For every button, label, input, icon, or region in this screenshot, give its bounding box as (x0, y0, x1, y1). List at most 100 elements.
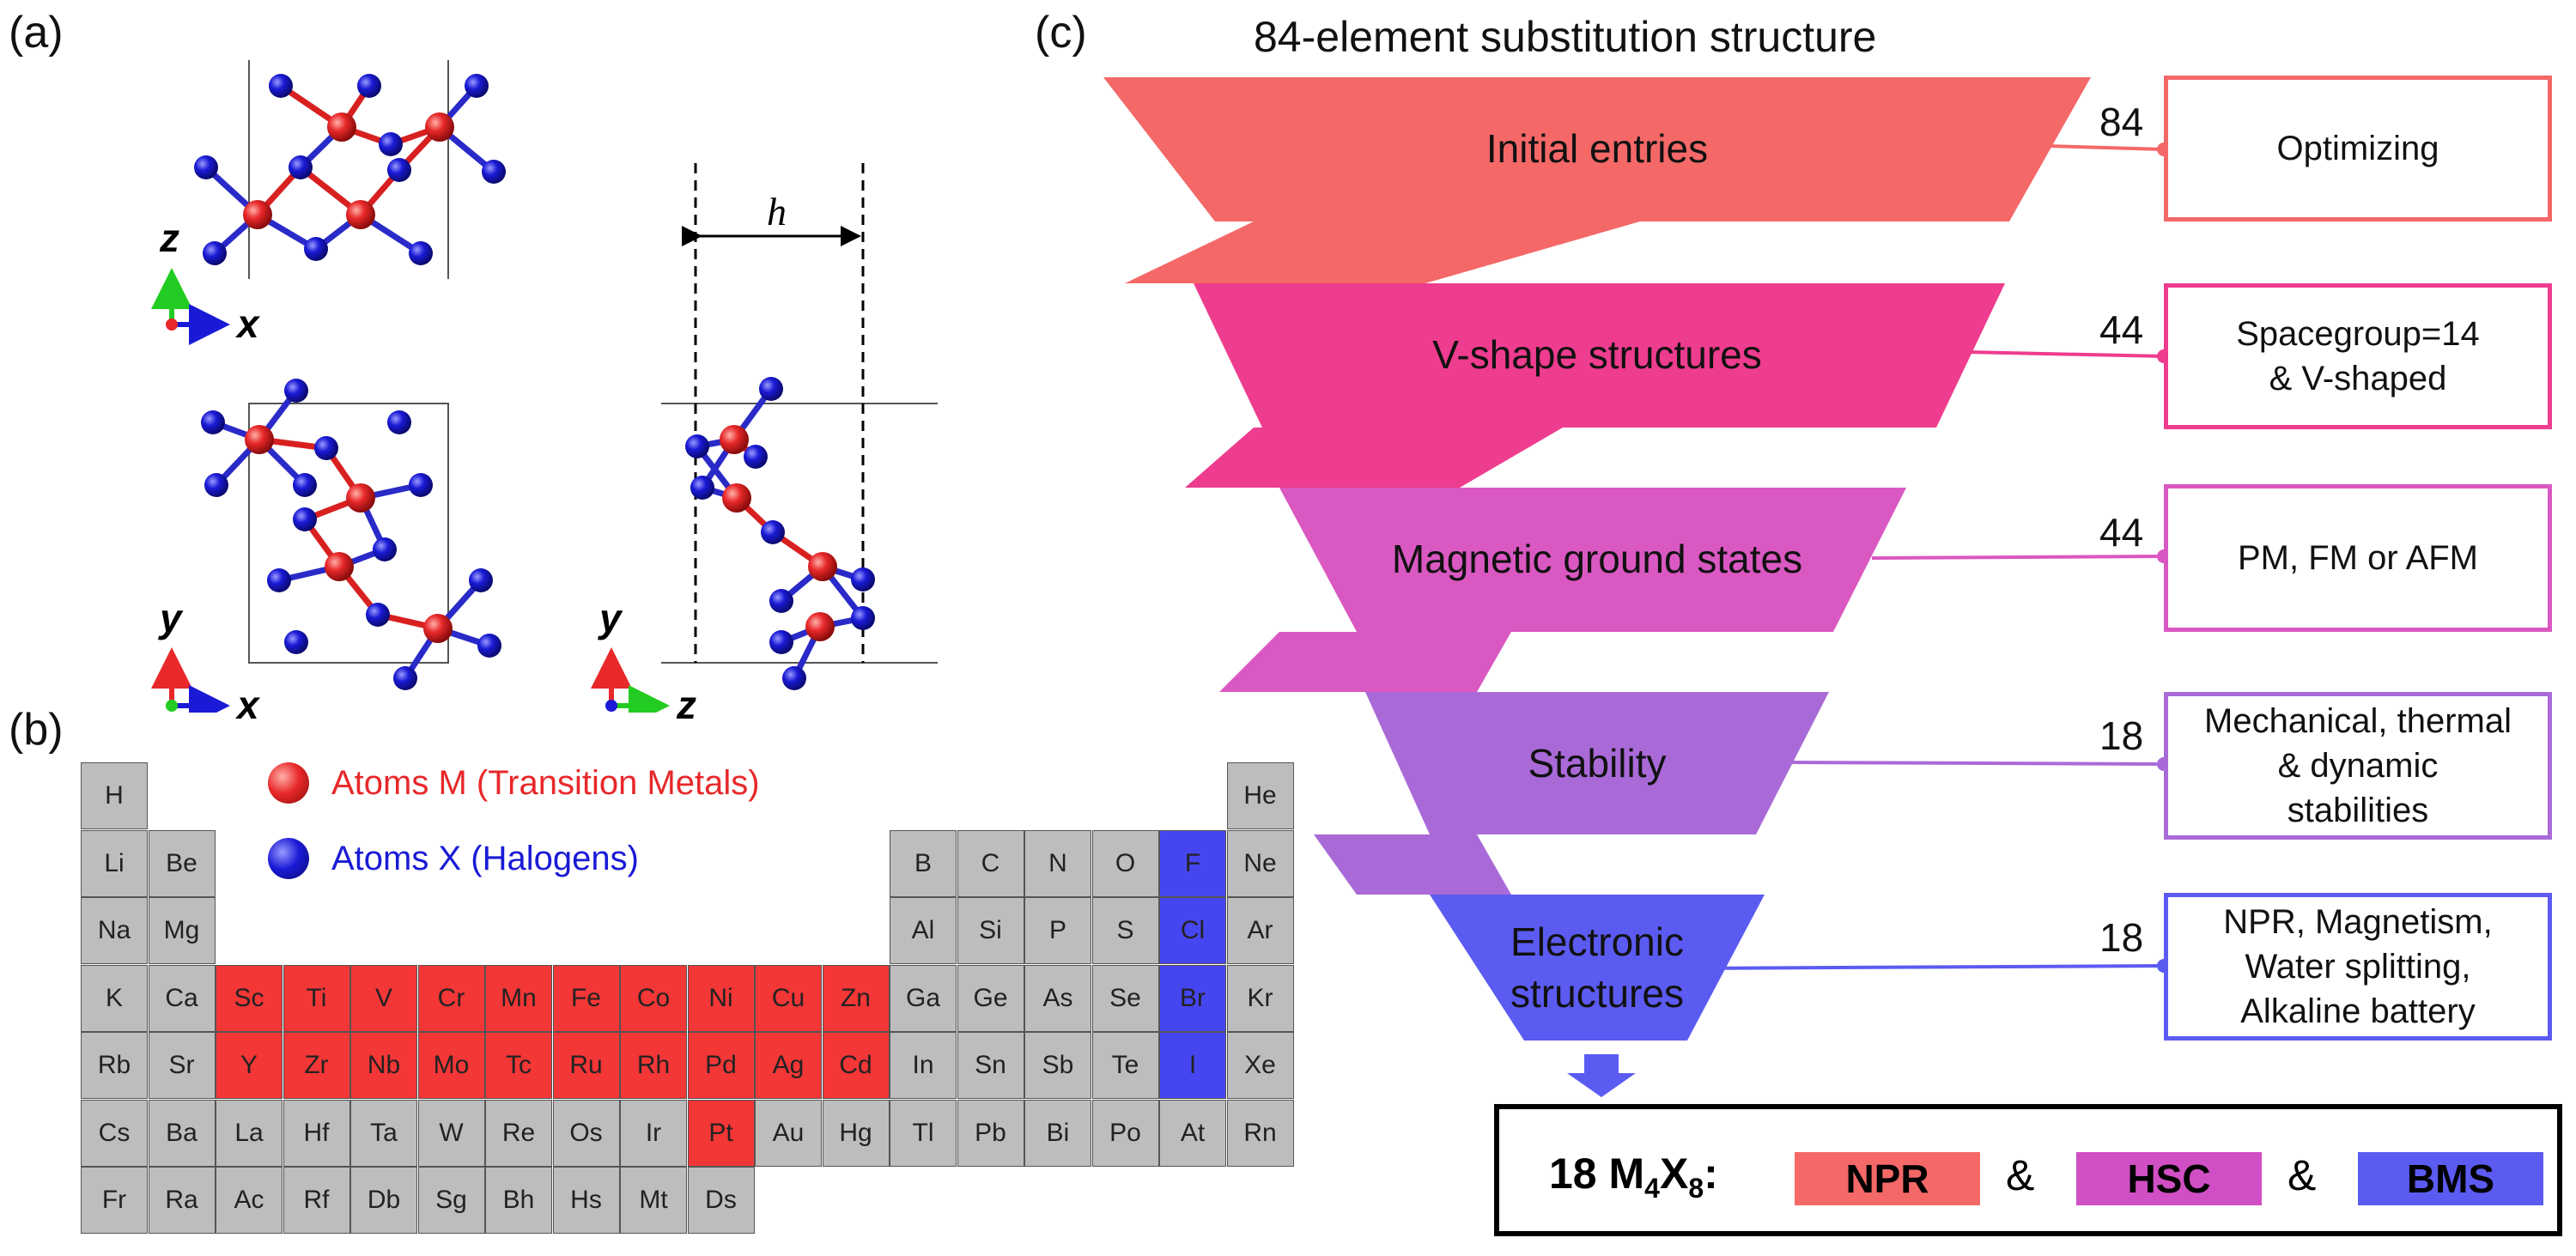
element-cell-hf: Hf (283, 1099, 350, 1167)
element-cell-mt: Mt (620, 1167, 687, 1234)
element-cell-ba: Ba (148, 1099, 216, 1167)
legend-halogen-label: Atoms X (Halogens) (331, 839, 639, 877)
stage-count-3: 44 (2099, 510, 2144, 555)
axes-xy (151, 647, 230, 713)
funnel-connector-3 (1219, 632, 1511, 692)
stage-count-1: 84 (2099, 100, 2144, 144)
structure-view-zy (661, 163, 938, 690)
element-cell-pd: Pd (687, 1032, 755, 1099)
element-cell-rb: Rb (81, 1032, 148, 1099)
axes-zy (591, 647, 670, 713)
element-cell-y: Y (216, 1032, 283, 1099)
element-cell-xe: Xe (1226, 1032, 1294, 1099)
criteria-box-3: PM, FM or AFM (2164, 484, 2552, 632)
element-cell-se: Se (1091, 964, 1159, 1032)
element-cell-pt: Pt (687, 1099, 755, 1167)
amp-1: & (2006, 1151, 2035, 1199)
panel-label-a: (a) (9, 8, 64, 58)
element-cell-at: At (1159, 1099, 1226, 1167)
funnel-down-arrow (1567, 1054, 1636, 1097)
element-cell-zn: Zn (822, 964, 890, 1032)
element-cell-ac: Ac (216, 1167, 283, 1234)
funnel-connector-1 (1125, 221, 1640, 283)
element-cell-kr: Kr (1226, 964, 1294, 1032)
element-cell-tc: Tc (485, 1032, 552, 1099)
element-cell-he: He (1226, 762, 1294, 829)
element-cell-os: Os (552, 1099, 620, 1167)
element-cell-li: Li (81, 829, 148, 897)
element-cell-k: K (81, 964, 148, 1032)
element-cell-ge: Ge (957, 964, 1024, 1032)
criteria-box-5: NPR, Magnetism, Water splitting, Alkalin… (2164, 893, 2552, 1041)
funnel-title: 84-element substitution structure (1254, 13, 1877, 61)
element-cell-sg: Sg (417, 1167, 485, 1234)
element-cell-o: O (1091, 829, 1159, 897)
element-cell-p: P (1024, 897, 1091, 964)
element-cell-cu: Cu (755, 964, 822, 1032)
axes-xz (151, 268, 230, 345)
funnel-stage-3 (1279, 488, 1906, 632)
element-cell-ti: Ti (283, 964, 350, 1032)
element-cell-sb: Sb (1024, 1032, 1091, 1099)
stage-label-2: V-shape structures (1432, 332, 1762, 377)
element-cell-c: C (957, 829, 1024, 897)
metal-atom-icon (268, 762, 309, 804)
badge-bms: BMS (2358, 1152, 2543, 1205)
funnel-connector-4 (1314, 834, 1511, 895)
element-cell-ra: Ra (148, 1167, 216, 1234)
badge-npr: NPR (1795, 1152, 1980, 1205)
element-cell-ta: Ta (350, 1099, 417, 1167)
element-cell-al: Al (890, 897, 957, 964)
legend-metal: Atoms M (Transition Metals) (268, 762, 760, 804)
leader-line-4 (1789, 761, 2165, 766)
element-cell-ga: Ga (890, 964, 957, 1032)
element-cell-au: Au (755, 1099, 822, 1167)
element-cell-v: V (350, 964, 417, 1032)
element-cell-re: Re (485, 1099, 552, 1167)
element-cell-s: S (1091, 897, 1159, 964)
criteria-box-1: Optimizing (2164, 76, 2552, 221)
element-cell-si: Si (957, 897, 1024, 964)
funnel-stage-4 (1365, 692, 1829, 834)
element-cell-hg: Hg (822, 1099, 890, 1167)
crystal-structure-views (151, 60, 938, 713)
axis-label-z-right: z (677, 683, 696, 727)
element-cell-pb: Pb (957, 1099, 1024, 1167)
funnel-stage-1 (1103, 77, 2091, 221)
element-cell-cs: Cs (81, 1099, 148, 1167)
axis-label-z-top: z (160, 215, 179, 260)
element-cell-ds: Ds (687, 1167, 755, 1234)
badge-hsc: HSC (2076, 1152, 2262, 1205)
element-cell-zr: Zr (283, 1032, 350, 1099)
element-cell-sc: Sc (216, 964, 283, 1032)
element-cell-n: N (1024, 829, 1091, 897)
element-cell-mg: Mg (148, 897, 216, 964)
thickness-label: h (767, 190, 787, 234)
stage-label-1: Initial entries (1485, 126, 1709, 171)
stage-count-2: 44 (2099, 307, 2144, 352)
element-cell-ag: Ag (755, 1032, 822, 1099)
element-cell-h: H (81, 762, 148, 829)
element-cell-br: Br (1159, 964, 1226, 1032)
element-cell-sr: Sr (148, 1032, 216, 1099)
leader-line-1 (2047, 144, 2165, 151)
funnel-stage-2 (1194, 283, 2005, 428)
element-cell-te: Te (1091, 1032, 1159, 1099)
funnel-connector-2 (1185, 428, 1563, 488)
element-cell-mn: Mn (485, 964, 552, 1032)
element-cell-in: In (890, 1032, 957, 1099)
element-cell-ar: Ar (1226, 897, 1294, 964)
element-cell-as: As (1024, 964, 1091, 1032)
element-cell-ir: Ir (620, 1099, 687, 1167)
element-cell-na: Na (81, 897, 148, 964)
stage-label-5: Electronic structures (1510, 919, 1684, 1016)
axis-label-y-right: y (599, 596, 622, 640)
element-cell-bi: Bi (1024, 1099, 1091, 1167)
result-formula: 18 M4X8: (1549, 1150, 1718, 1204)
element-cell-co: Co (620, 964, 687, 1032)
stage-label-3: Magnetic ground states (1391, 537, 1803, 581)
element-cell-po: Po (1091, 1099, 1159, 1167)
element-cell-rn: Rn (1226, 1099, 1294, 1167)
stage-count-5: 18 (2099, 915, 2144, 960)
